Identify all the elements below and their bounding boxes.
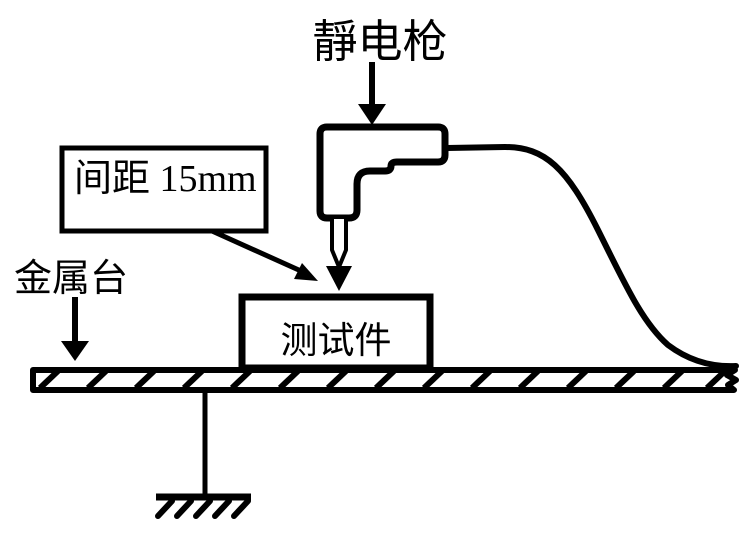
arrow-head-icon: [294, 263, 318, 281]
gap-label-arrow: [210, 228, 318, 281]
ground-symbol-icon: [155, 392, 251, 519]
metal-table-label: 金属台: [14, 258, 128, 300]
static-gun-label: 靜电枪: [312, 17, 447, 67]
static-gun-label-arrow: [358, 62, 386, 125]
test-piece-box: [238, 293, 434, 372]
ground-hatching: [155, 498, 251, 519]
gun-cable: [444, 143, 739, 370]
arrow-head-icon: [358, 104, 386, 125]
gap-callout-box: [59, 145, 269, 234]
arrow-head-icon: [61, 341, 89, 361]
arrow-shaft: [210, 228, 303, 274]
esd-gun-body: [316, 123, 449, 222]
gap-label: 间距 15mm: [74, 158, 257, 200]
test-piece-label: 测试件: [281, 321, 392, 362]
metal-table-label-arrow: [61, 297, 89, 361]
metal-table-plate: [30, 367, 739, 393]
discharge-arrow-head-icon: [326, 266, 352, 291]
plate-hatching: [37, 368, 728, 391]
esd-gun-nozzle: [330, 219, 348, 269]
